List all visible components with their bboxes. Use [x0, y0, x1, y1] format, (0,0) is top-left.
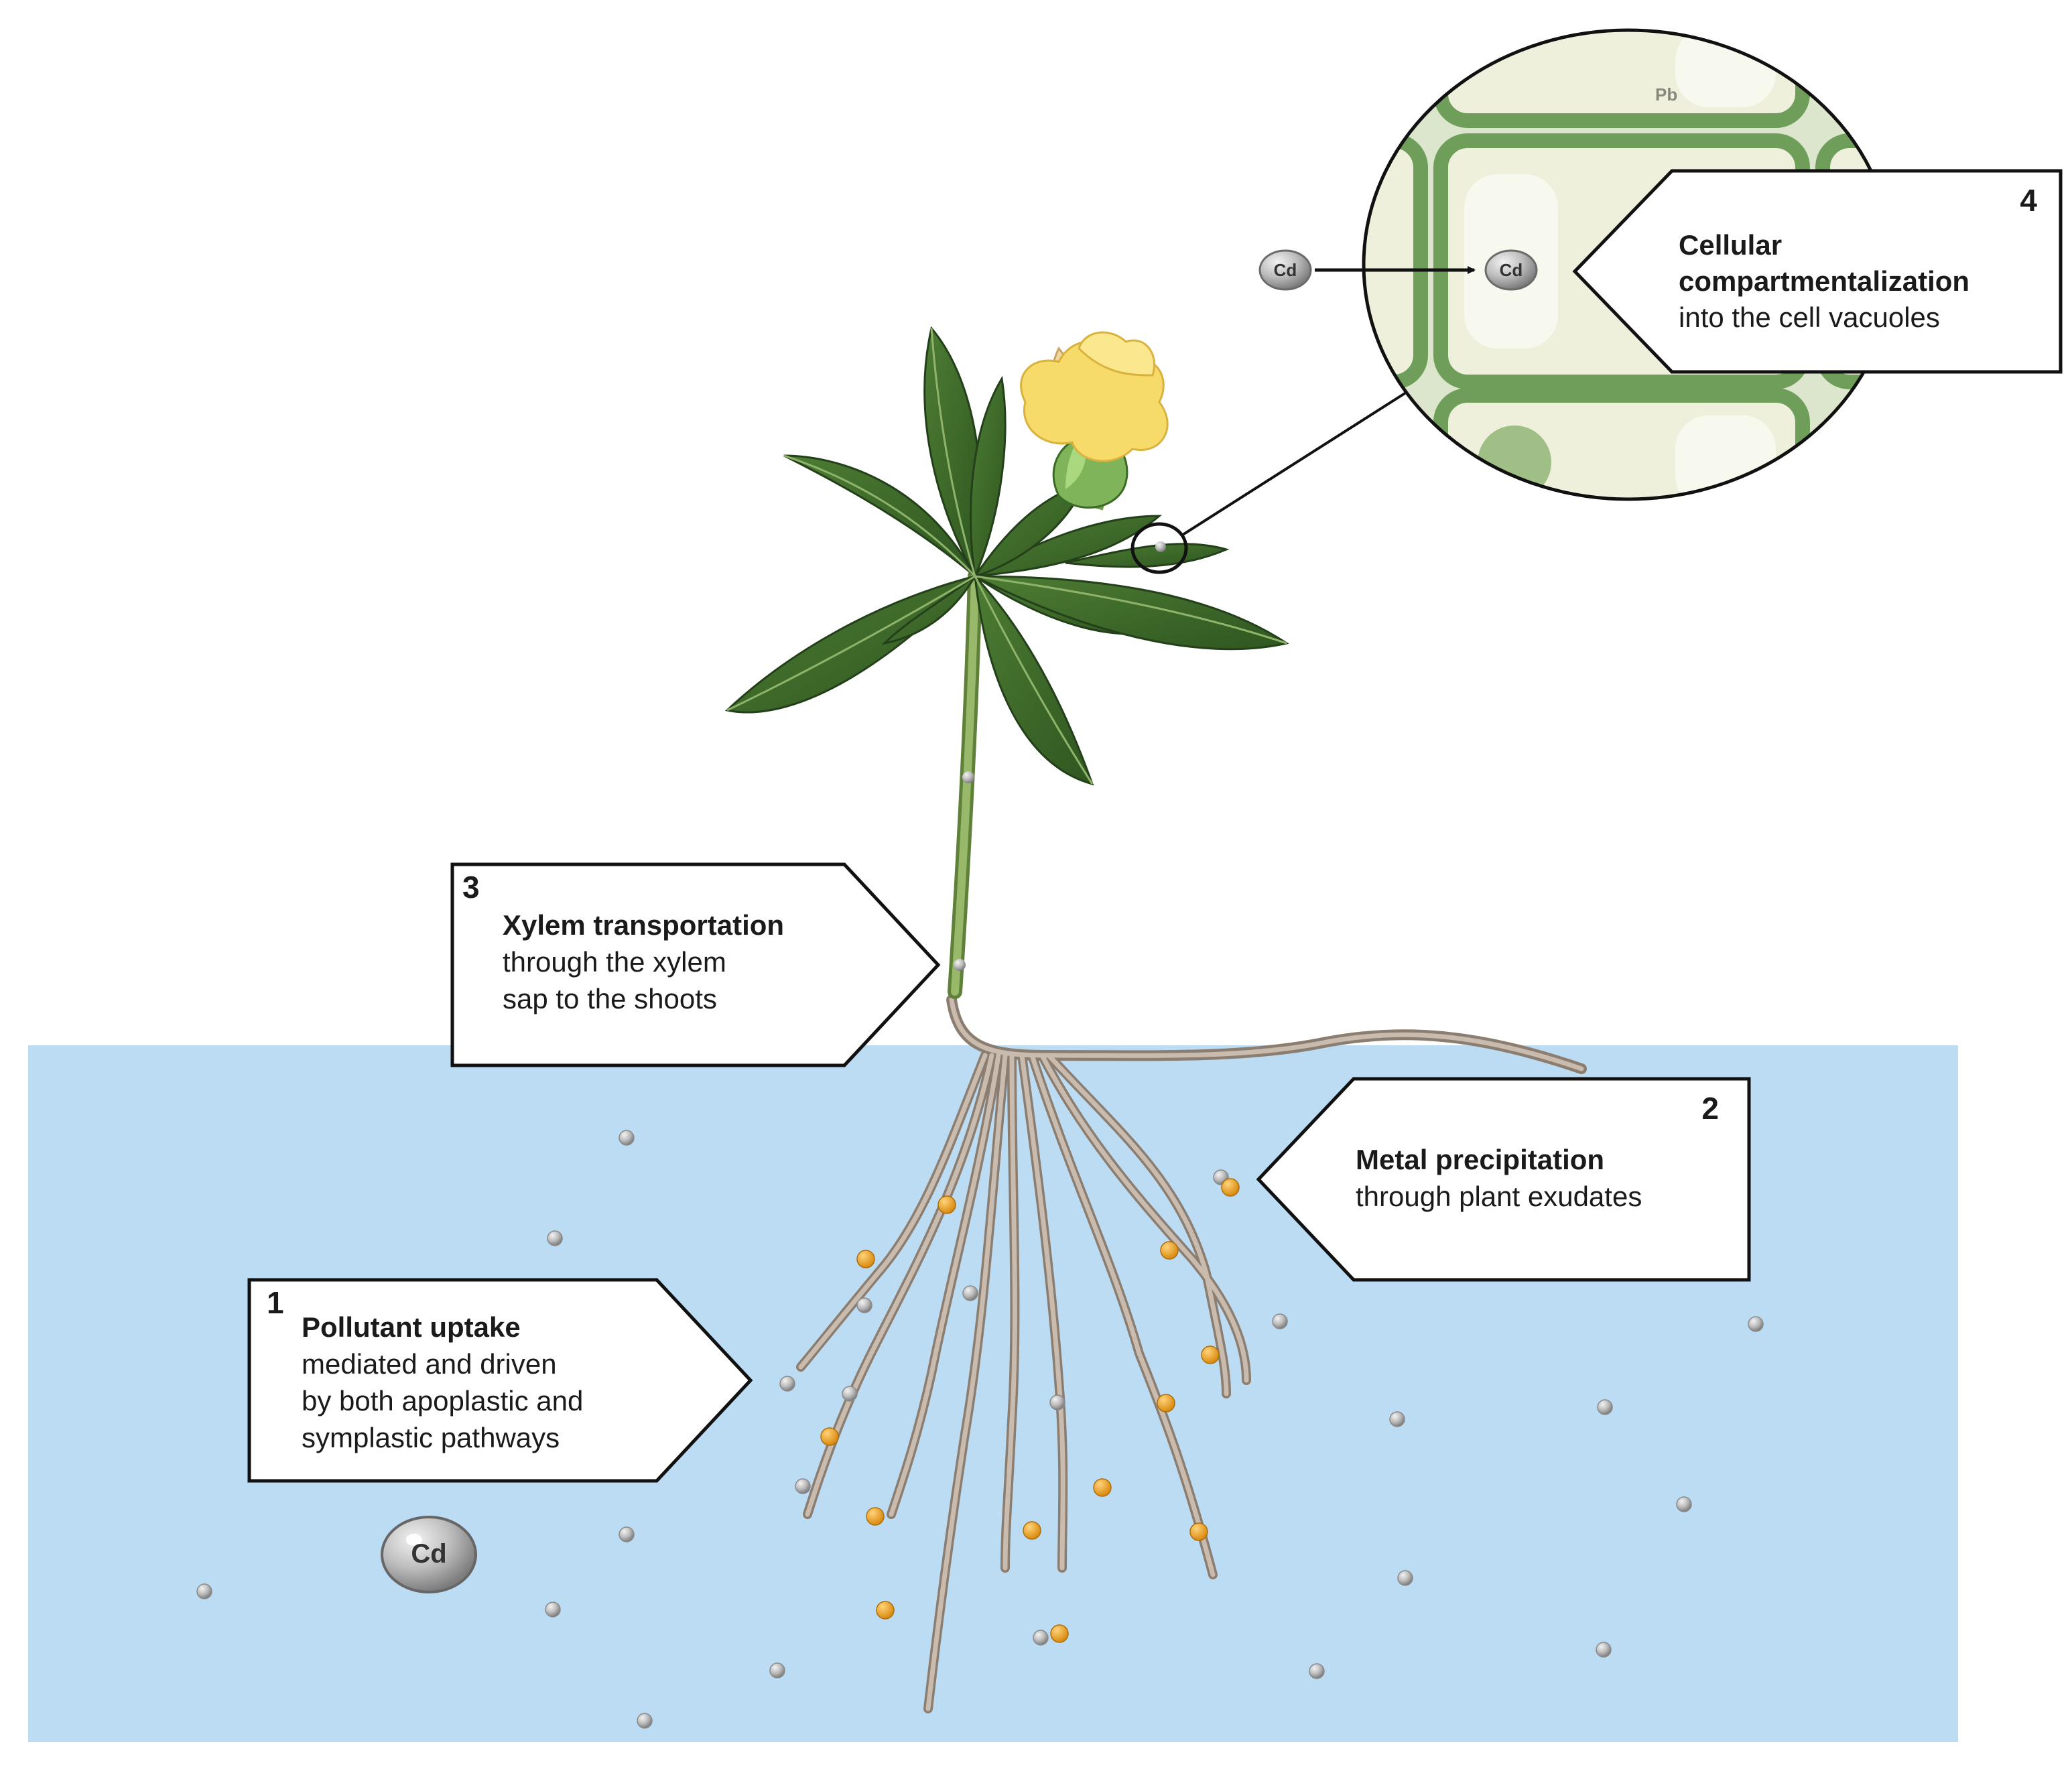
cell-faint-label: Pb	[1655, 84, 1677, 105]
metal-ion	[1272, 1313, 1288, 1329]
callout-3: 3 Xylem transportation through the xylem…	[450, 862, 941, 1067]
metal-ion	[619, 1526, 635, 1542]
precipitate-particle	[1093, 1478, 1112, 1497]
metal-ion	[795, 1478, 811, 1494]
precipitate-particle	[1157, 1394, 1175, 1413]
callout-1-body-line-2: by both apoplastic and	[302, 1385, 583, 1417]
callout-2-title: Metal precipitation	[1356, 1144, 1604, 1175]
precipitate-particle	[820, 1427, 839, 1446]
precipitate-particles	[820, 1178, 1240, 1643]
plant-stem	[948, 569, 982, 999]
precipitate-particle	[1221, 1178, 1240, 1197]
svg-text:Cd: Cd	[411, 1539, 446, 1569]
callout-3-title: Xylem transportation	[503, 909, 784, 941]
callout-3-body-line-1: through the xylem	[503, 946, 726, 978]
zoom-connector-line	[1181, 391, 1407, 536]
metal-ion	[547, 1230, 563, 1246]
precipitate-particle	[856, 1250, 875, 1268]
metal-ion	[1397, 1570, 1413, 1586]
callout-3-number: 3	[462, 870, 480, 905]
precipitate-particle	[1050, 1624, 1069, 1643]
callout-2-body-line-1: through plant exudates	[1356, 1181, 1642, 1212]
metal-ion	[637, 1713, 653, 1729]
metal-ion	[1389, 1411, 1405, 1427]
metal-ion	[1597, 1399, 1613, 1415]
callout-3-body-line-2: sap to the shoots	[503, 983, 717, 1014]
callout-1: 1 Pollutant uptake mediated and driven b…	[247, 1278, 753, 1483]
root-system	[796, 994, 1587, 1713]
callout-1-title: Pollutant uptake	[302, 1311, 521, 1343]
metal-ion	[769, 1662, 785, 1679]
metal-ion	[962, 1285, 978, 1301]
precipitate-particle	[1023, 1521, 1041, 1540]
precipitate-particle	[937, 1195, 956, 1214]
metal-ion	[856, 1297, 872, 1313]
callout-4: 4 Cellular compartmentalization into the…	[1572, 169, 2063, 374]
metal-ion	[1676, 1496, 1692, 1512]
metal-ion	[1748, 1316, 1764, 1332]
metal-ion	[842, 1386, 858, 1402]
precipitate-particle	[866, 1507, 885, 1526]
metal-ion	[545, 1601, 561, 1618]
xylem-ion-lower	[954, 959, 966, 971]
callout-1-body-line-3: symplastic pathways	[302, 1422, 560, 1453]
metal-ion	[1033, 1630, 1049, 1646]
callout-1-number: 1	[267, 1285, 284, 1320]
cd-ion-outside: Cd	[1258, 249, 1312, 291]
callout-4-title-line-2: compartmentalization	[1679, 265, 1969, 297]
precipitate-particle	[1201, 1345, 1220, 1364]
metal-ion	[1049, 1394, 1065, 1410]
callout-2-number: 2	[1701, 1091, 1719, 1126]
callout-2: 2 Metal precipitation through plant exud…	[1256, 1077, 1751, 1282]
metal-ion	[779, 1376, 795, 1392]
xylem-ion-upper	[962, 771, 974, 783]
metal-ion-particles	[196, 1130, 1764, 1729]
flower	[1020, 331, 1169, 511]
metal-ion	[1596, 1642, 1612, 1658]
callout-4-number: 4	[2020, 183, 2037, 218]
precipitate-particle	[1189, 1522, 1208, 1541]
leaf-zoom-marker	[1130, 522, 1188, 574]
metal-ion	[196, 1583, 212, 1599]
callout-1-body-line-1: mediated and driven	[302, 1348, 557, 1380]
cd-legend-ion: Cd	[381, 1516, 477, 1593]
callout-4-body-line-1: into the cell vacuoles	[1679, 302, 1940, 333]
svg-text:Cd: Cd	[1274, 260, 1297, 280]
svg-text:Cd: Cd	[1500, 260, 1523, 280]
metal-ion	[619, 1130, 635, 1146]
leaf-ion	[1155, 541, 1166, 552]
cd-ion-inside: Cd	[1484, 249, 1538, 291]
metal-ion	[1309, 1663, 1325, 1679]
callout-4-title-line-1: Cellular	[1679, 229, 1782, 261]
leaf-veins	[726, 328, 1287, 785]
precipitate-particle	[876, 1601, 895, 1620]
precipitate-particle	[1160, 1241, 1179, 1260]
plant-leaves	[724, 326, 1289, 786]
